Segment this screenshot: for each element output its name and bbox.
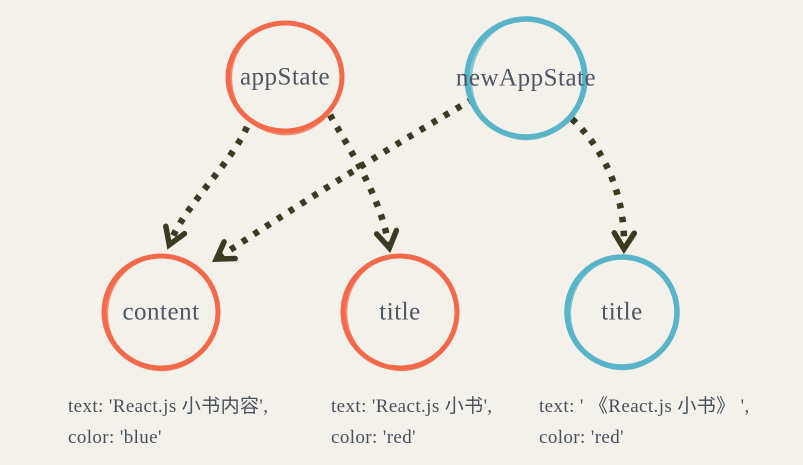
node-label: appState (240, 64, 330, 91)
node-newappstate: newAppState (456, 16, 596, 141)
node-circle-outline (229, 20, 343, 136)
node-title-blue: title (564, 254, 680, 371)
node-circle-outline (105, 254, 219, 372)
node-title-red: title (340, 253, 460, 372)
edge-newappstate-to-content (212, 96, 475, 262)
edge-newappstate-to-title-blue (569, 116, 638, 255)
node-circle-outline (469, 17, 585, 141)
node-content: content (101, 253, 221, 372)
edge-appstate-to-title-red (327, 113, 400, 254)
node-label: title (601, 299, 642, 326)
node-label: title (379, 299, 420, 326)
node-appstate: appState (225, 20, 345, 136)
node-circle-outline (344, 254, 458, 372)
edge-appstate-to-content (163, 125, 250, 250)
node-label: content (122, 299, 199, 326)
node-circle-outline (568, 255, 678, 371)
node-label: newAppState (456, 65, 596, 92)
